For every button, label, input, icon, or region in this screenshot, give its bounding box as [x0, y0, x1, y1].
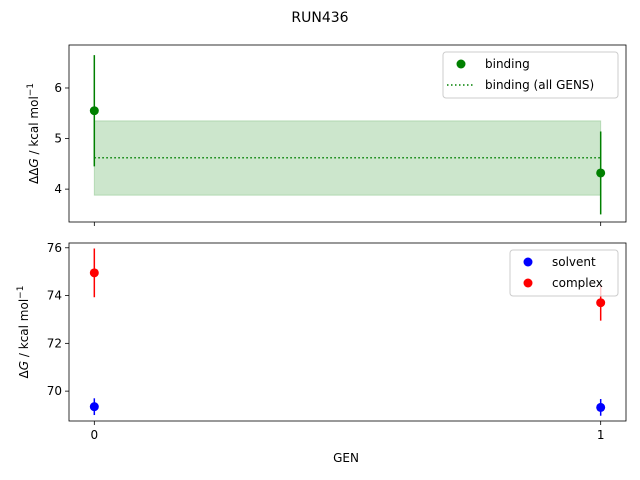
y-tick-label: 72: [47, 336, 62, 350]
data-point-complex: [596, 298, 606, 308]
x-tick-label: 1: [597, 428, 605, 442]
x-tick-label: 0: [90, 428, 98, 442]
legend-label: binding: [485, 57, 530, 71]
legend-label: binding (all GENS): [485, 78, 594, 92]
x-axis-label: GEN: [333, 451, 359, 465]
y-tick-label: 74: [47, 289, 62, 303]
legend-box: [509, 249, 619, 297]
data-point-binding: [596, 168, 606, 178]
legend-marker-complex: [523, 278, 533, 288]
axes-frame: [68, 242, 627, 422]
data-point-solvent: [89, 402, 99, 412]
y-tick-label: 5: [54, 132, 62, 146]
y-axis-label: ΔG / kcal mol−1: [16, 286, 31, 379]
data-point-solvent: [596, 402, 606, 412]
legend-marker-solvent: [523, 257, 533, 267]
legend-label: solvent: [552, 255, 596, 269]
y-tick-label: 4: [54, 182, 62, 196]
panel-solvent-complex: 70 72 74 76 0 1 ΔG / kcal mol−1 solvent complex: [16, 241, 627, 442]
y-tick-label: 76: [47, 241, 62, 255]
chart-title: RUN436: [291, 10, 348, 26]
y-tick-label: 6: [54, 81, 62, 95]
y-axis-label: ΔΔG / kcal mol−1: [26, 83, 41, 184]
legend-marker-binding: [456, 59, 466, 69]
legend-box: [442, 51, 619, 99]
y-tick-label: 70: [47, 384, 62, 398]
data-point-complex: [89, 268, 99, 278]
legend-label: complex: [552, 276, 603, 290]
panel-binding: 4 5 6 ΔΔG / kcal mol−1 binding binding (all G…: [26, 44, 627, 226]
data-point-binding: [89, 106, 99, 116]
axes-frame: [68, 44, 627, 223]
